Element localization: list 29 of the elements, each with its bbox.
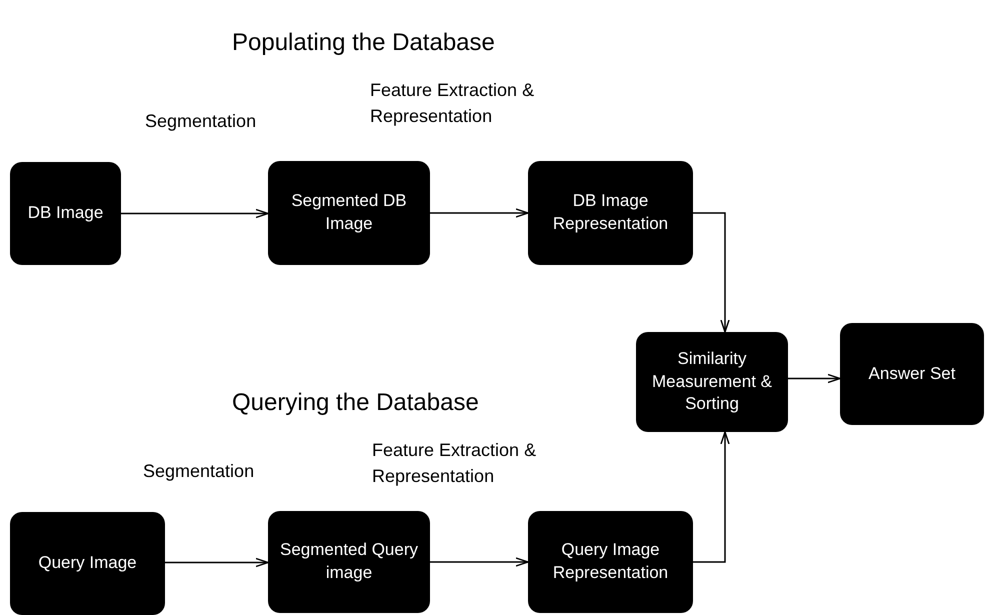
step-label: Segmentation: [143, 460, 256, 483]
box-label: Query Image Representation: [552, 539, 670, 584]
process-box: [268, 161, 430, 265]
step-label: Feature Extraction & Representation: [372, 439, 538, 488]
process-box: [840, 323, 984, 425]
box-label: DB Image Representation: [552, 190, 670, 235]
arrow: [121, 208, 269, 218]
step-label: Segmentation: [145, 110, 258, 133]
arrow: [430, 208, 529, 218]
process-box: [10, 162, 121, 265]
arrow: [693, 431, 730, 563]
box-label: Answer Set: [868, 362, 956, 385]
process-box: [528, 511, 693, 613]
arrow: [165, 558, 269, 568]
section-heading: Querying the Database: [232, 388, 480, 418]
box-label: Query Image: [38, 552, 137, 574]
process-box: [10, 512, 165, 615]
box-label: Similarity Measurement & Sorting: [651, 348, 773, 416]
arrow: [693, 212, 730, 333]
box-label: Segmented Query image: [279, 539, 419, 584]
arrow: [788, 374, 841, 384]
arrow: [430, 557, 529, 567]
process-box: [268, 511, 430, 613]
section-heading: Populating the Database: [232, 28, 496, 58]
process-box: [528, 161, 693, 265]
box-label: DB Image: [28, 202, 104, 224]
process-box: [636, 332, 788, 432]
box-label: Segmented DB Image: [290, 190, 408, 235]
step-label: Feature Extraction & Representation: [370, 79, 536, 128]
